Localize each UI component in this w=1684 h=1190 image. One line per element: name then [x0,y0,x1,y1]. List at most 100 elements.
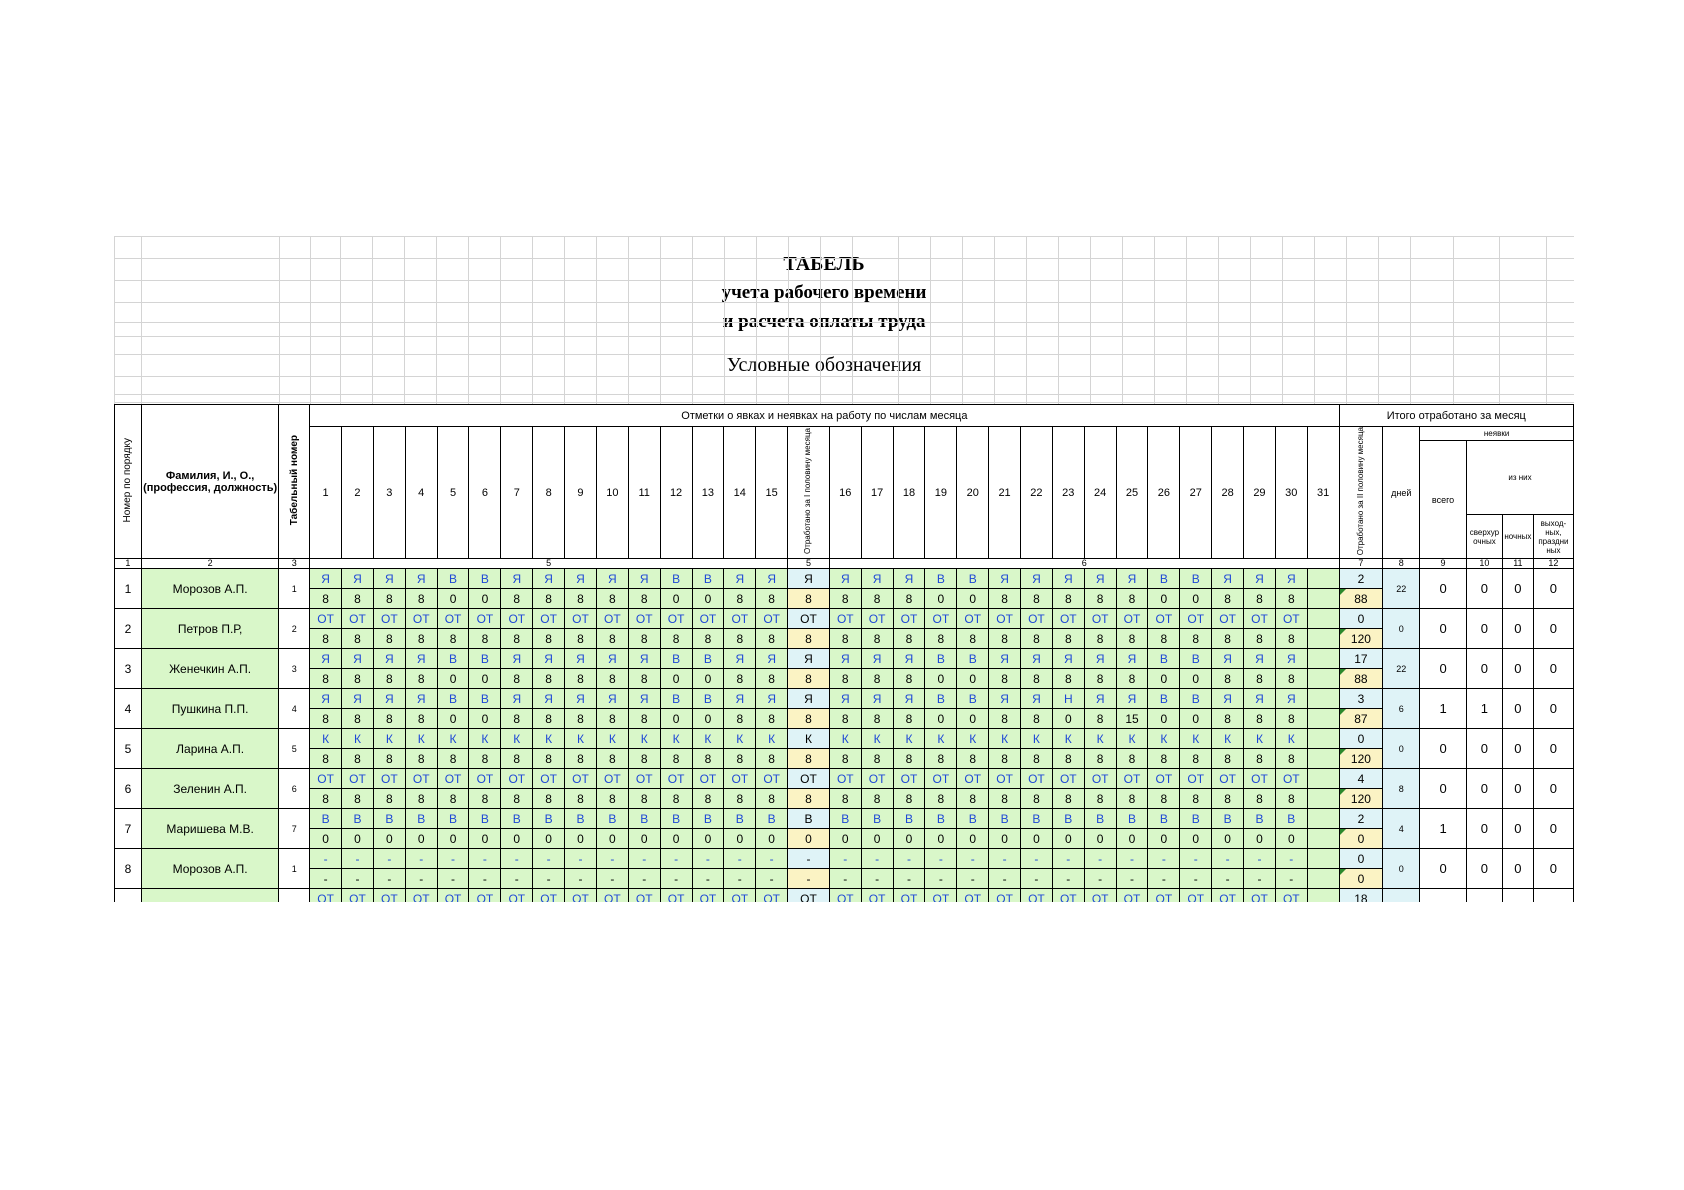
mark-cell[interactable]: К [627,728,661,750]
hours-cell[interactable]: 8 [1179,628,1213,650]
mark-cell[interactable]: К [723,728,757,750]
hours-cell[interactable]: 8 [1020,788,1053,810]
hours-cell[interactable]: 8 [627,588,661,610]
hours-cell[interactable]: 8 [1083,668,1117,690]
hours-cell[interactable]: 8 [404,628,438,650]
mark-cell[interactable]: В [468,648,502,670]
hours-cell[interactable]: 8 [988,668,1021,690]
total-top[interactable]: 3 [1338,688,1384,710]
mark-cell[interactable]: ОТ [1243,888,1276,902]
hours-cell[interactable] [1306,828,1340,850]
hours-cell[interactable]: 8 [860,588,894,610]
hours-cell[interactable]: 8 [1051,628,1085,650]
mark-cell[interactable]: ОТ [595,888,629,902]
hours-cell[interactable]: 15 [1115,708,1149,730]
mark-cell[interactable]: ОТ [564,608,597,630]
hours-cell[interactable]: 0 [404,828,438,850]
mark-cell[interactable]: Я [828,688,862,710]
mark-cell[interactable]: В [1179,808,1213,830]
mark-cell[interactable]: В [956,568,990,590]
mark-cell[interactable]: - [988,848,1021,870]
total-bottom[interactable]: 120 [1338,628,1384,650]
mark-cell[interactable]: Я [988,568,1021,590]
hours-cell[interactable]: 8 [691,628,725,650]
mark-cell[interactable]: В [1083,808,1117,830]
hours-cell[interactable]: 0 [595,828,629,850]
mark-cell[interactable]: - [1020,848,1053,870]
mark-cell[interactable]: ОТ [341,608,374,630]
mark-cell[interactable]: ОТ [691,888,725,902]
mark-cell[interactable]: Я [828,568,862,590]
hours-cell[interactable]: - [1051,868,1085,890]
hours-cell[interactable]: 8 [436,748,470,770]
hours-cell[interactable]: - [924,868,958,890]
hours-cell[interactable]: 8 [988,788,1021,810]
mark-cell[interactable]: К [1115,728,1149,750]
mark-cell[interactable]: К [892,728,926,750]
mark-cell[interactable]: Я [723,688,757,710]
mark-cell[interactable]: Я [860,648,894,670]
hours-cell[interactable]: 0 [691,828,725,850]
mark-half1[interactable]: В [787,808,830,830]
hours-cell[interactable]: - [1274,868,1308,890]
mark-cell[interactable]: В [691,688,725,710]
hours-cell[interactable]: 8 [755,748,789,770]
hours-cell[interactable]: 0 [532,828,566,850]
mark-cell[interactable] [1306,888,1340,902]
mark-cell[interactable]: В [372,808,406,830]
hours-cell[interactable]: 0 [755,828,789,850]
hours-cell[interactable]: 8 [755,628,789,650]
mark-cell[interactable]: - [1179,848,1213,870]
mark-cell[interactable]: - [723,848,757,870]
mark-cell[interactable]: В [1051,808,1085,830]
mark-cell[interactable]: В [1179,568,1213,590]
hours-cell[interactable]: 0 [1051,828,1085,850]
hours-cell[interactable]: 8 [1274,708,1308,730]
mark-cell[interactable]: - [309,848,343,870]
hours-cell[interactable]: 0 [1179,828,1213,850]
mark-cell[interactable]: ОТ [372,608,406,630]
hours-cell[interactable]: 8 [341,668,374,690]
mark-cell[interactable]: - [659,848,693,870]
hours-cell[interactable]: 8 [1083,628,1117,650]
hours-cell[interactable]: 8 [404,748,438,770]
hours-cell[interactable]: - [627,868,661,890]
mark-cell[interactable]: К [1083,728,1117,750]
mark-cell[interactable]: В [956,688,990,710]
hours-cell[interactable]: 8 [468,748,502,770]
mark-cell[interactable]: В [1179,648,1213,670]
hours-cell[interactable]: 8 [1115,748,1149,770]
mark-cell[interactable]: ОТ [828,888,862,902]
mark-cell[interactable]: В [595,808,629,830]
mark-cell[interactable]: ОТ [1020,768,1053,790]
hours-cell[interactable]: 8 [404,588,438,610]
mark-cell[interactable]: ОТ [860,768,894,790]
hours-cell[interactable]: 8 [532,708,566,730]
hours-cell[interactable]: 8 [1211,748,1245,770]
hours-cell[interactable]: 0 [1147,588,1181,610]
mark-cell[interactable] [1306,648,1340,670]
hours-cell[interactable]: 8 [892,668,926,690]
hours-cell[interactable]: - [892,868,926,890]
mark-cell[interactable]: ОТ [1051,768,1085,790]
hours-cell[interactable]: 0 [659,588,693,610]
mark-cell[interactable]: - [627,848,661,870]
hours-cell[interactable]: 8 [1243,788,1276,810]
mark-cell[interactable]: ОТ [532,888,566,902]
hours-cell[interactable]: 8 [404,788,438,810]
hours-cell[interactable]: - [532,868,566,890]
hours-cell[interactable]: 8 [1020,588,1053,610]
mark-cell[interactable]: К [309,728,343,750]
mark-cell[interactable]: Я [309,568,343,590]
hours-cell[interactable]: 8 [1051,588,1085,610]
mark-cell[interactable]: ОТ [1051,608,1085,630]
mark-cell[interactable]: ОТ [436,608,470,630]
hours-cell[interactable]: 0 [691,668,725,690]
hours-cell[interactable]: 0 [468,828,502,850]
mark-cell[interactable]: ОТ [828,608,862,630]
hours-cell[interactable]: 8 [436,788,470,810]
mark-cell[interactable]: Я [532,568,566,590]
mark-cell[interactable]: В [691,648,725,670]
hours-cell[interactable]: 8 [564,748,597,770]
hours-cell[interactable]: 0 [924,668,958,690]
